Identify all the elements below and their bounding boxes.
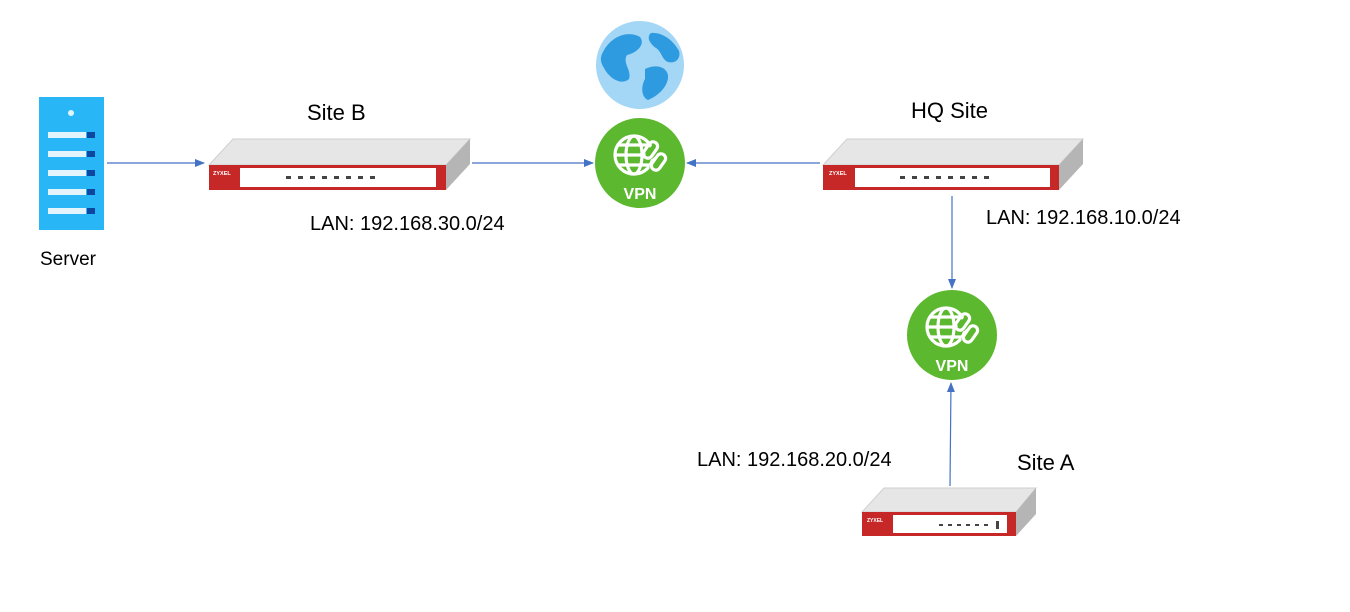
vpn-right-icon: VPN bbox=[907, 290, 997, 380]
site-b-brand: ZYXEL bbox=[213, 171, 231, 177]
site-b-firewall-icon: ZYXEL bbox=[207, 138, 472, 190]
server-label: Server bbox=[40, 249, 96, 270]
site-a-firewall-icon: ZYXEL bbox=[860, 487, 1038, 536]
server-icon bbox=[39, 97, 104, 230]
hq-site-lan: LAN: 192.168.10.0/24 bbox=[986, 207, 1181, 229]
site-a-lan: LAN: 192.168.20.0/24 bbox=[697, 449, 892, 471]
site-b-title: Site B bbox=[307, 100, 366, 125]
site-b-lan: LAN: 192.168.30.0/24 bbox=[310, 213, 505, 235]
hq-site-title: HQ Site bbox=[911, 98, 989, 123]
hq-site-firewall-icon: ZYXEL bbox=[821, 138, 1085, 190]
site-a-title: Site A bbox=[1017, 450, 1075, 475]
connector-site-a-to-vpn-right bbox=[946, 382, 955, 487]
hq-site-brand: ZYXEL bbox=[829, 171, 847, 177]
globe-icon bbox=[596, 21, 684, 109]
vpn-top-label: VPN bbox=[624, 186, 657, 203]
vpn-top-icon: VPN bbox=[595, 118, 685, 208]
vpn-right-label: VPN bbox=[936, 358, 969, 375]
connectors bbox=[107, 159, 956, 487]
site-a-brand: ZYXEL bbox=[867, 518, 883, 524]
